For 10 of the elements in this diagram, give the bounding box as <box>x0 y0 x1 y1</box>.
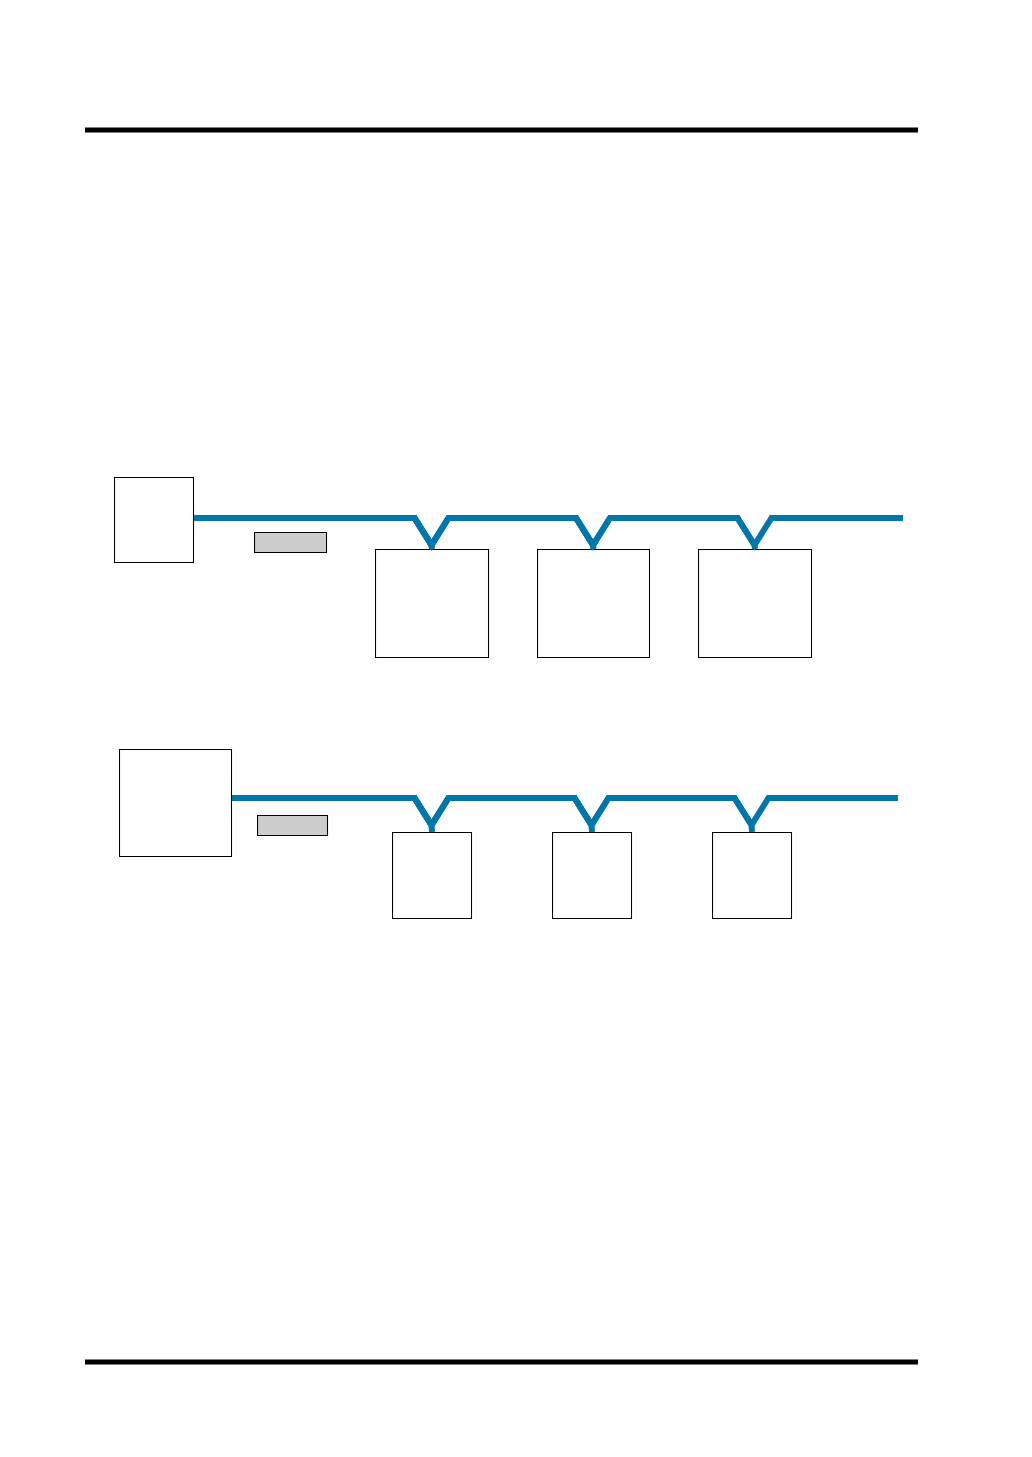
box <box>392 832 473 920</box>
box <box>375 549 490 659</box>
box <box>119 749 233 858</box>
box <box>537 549 651 659</box>
box <box>712 832 793 920</box>
box <box>698 549 813 659</box>
bar <box>254 532 328 554</box>
box <box>552 832 633 920</box>
box <box>114 477 195 564</box>
bar <box>257 815 329 837</box>
